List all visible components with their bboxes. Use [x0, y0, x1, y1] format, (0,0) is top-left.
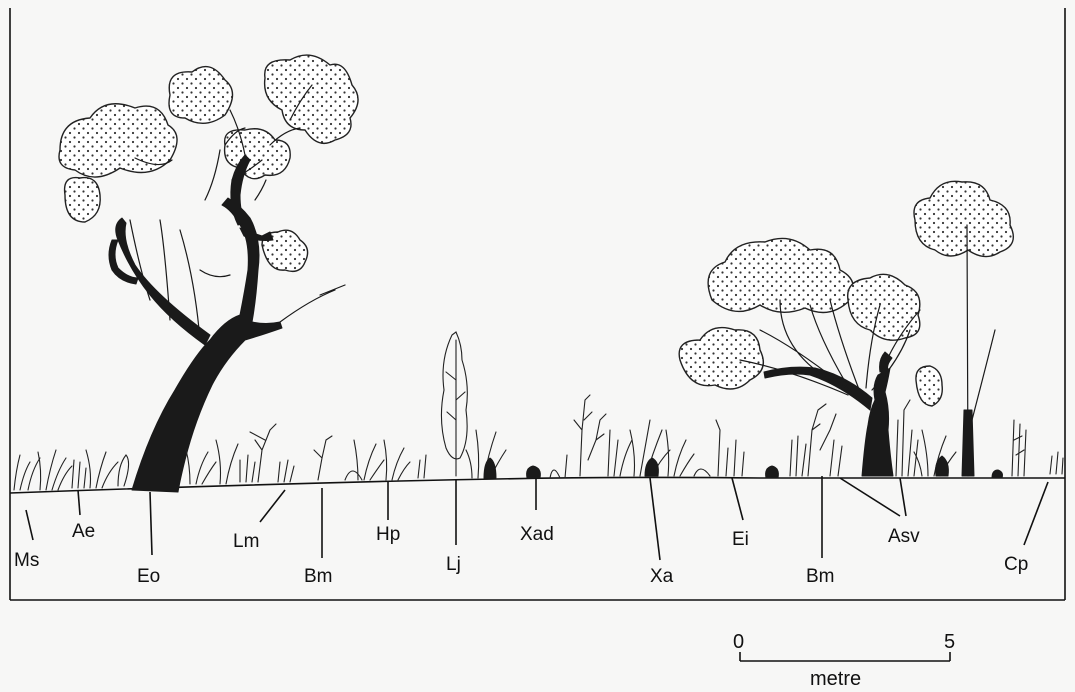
shrub-lj — [441, 332, 467, 476]
label-lj: Lj — [446, 554, 461, 575]
scale-unit-label: metre — [810, 668, 861, 690]
label-eo: Eo — [137, 566, 160, 587]
label-bm-right: Bm — [806, 566, 835, 587]
label-bm-left: Bm — [304, 566, 333, 587]
label-ae: Ae — [72, 521, 95, 542]
label-ei: Ei — [732, 529, 749, 550]
label-lm: Lm — [233, 531, 259, 552]
species-labels: Ms Ae Eo Lm Bm Hp Lj Xad Xa Ei Bm Asv Cp — [14, 521, 1028, 587]
eucalypt-left-trunk — [132, 198, 282, 492]
label-xad: Xad — [520, 524, 554, 545]
label-ms: Ms — [14, 550, 39, 571]
eucalypt-right-crowns — [679, 181, 1013, 406]
scale-bar: 0 5 metre — [733, 631, 955, 690]
scale-end-label: 5 — [944, 631, 955, 653]
scale-start-label: 0 — [733, 631, 744, 653]
label-asv: Asv — [888, 526, 920, 547]
eucalypt-left-crowns — [59, 55, 358, 271]
label-cp: Cp — [1004, 554, 1028, 575]
label-leader-lines — [26, 476, 1048, 560]
label-hp: Hp — [376, 524, 400, 545]
eucalypt-tree-right — [679, 181, 1013, 476]
label-xa: Xa — [650, 566, 674, 587]
eucalypt-tree-left — [59, 55, 358, 492]
